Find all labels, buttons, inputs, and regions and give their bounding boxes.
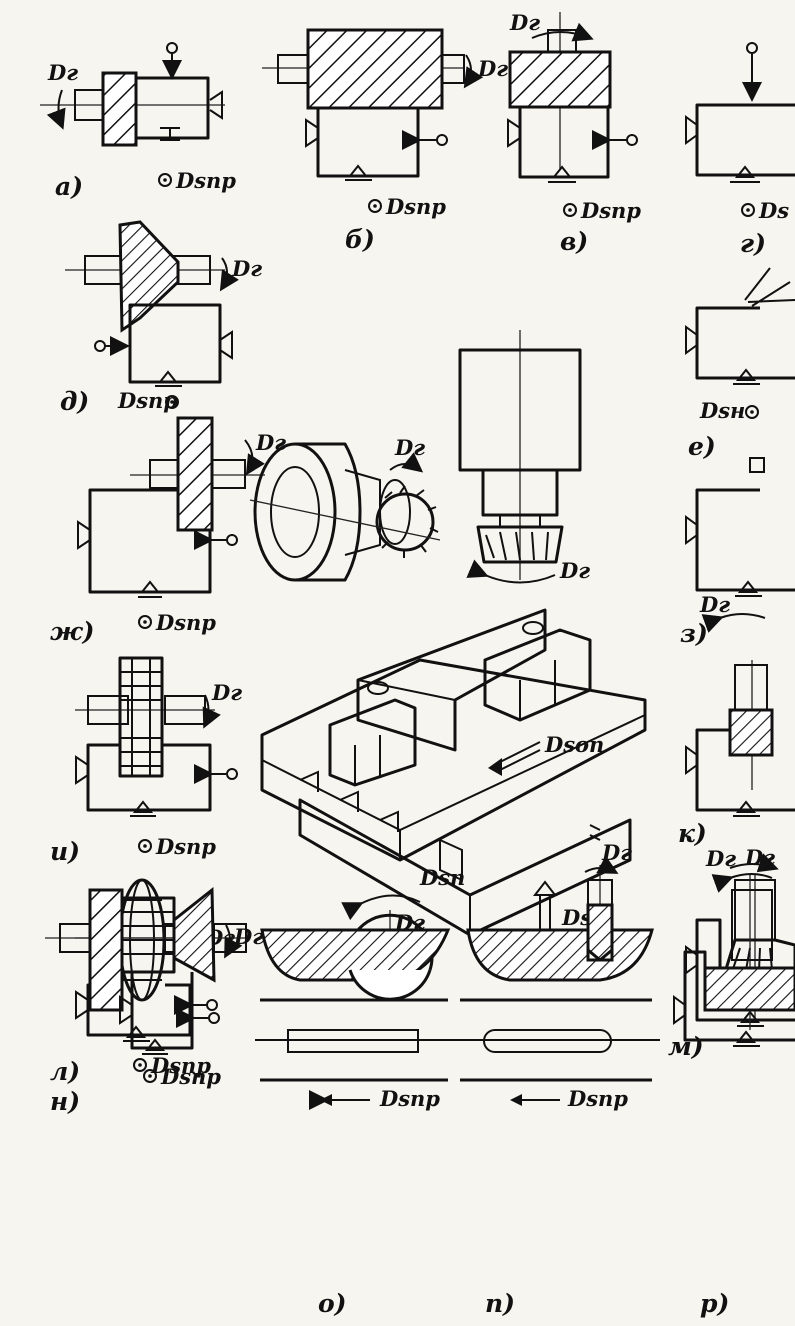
rotation-label: Dг <box>231 256 262 281</box>
feed-label: Ds <box>758 198 789 223</box>
panel-label-o: о) <box>318 1289 347 1318</box>
feed-label: Dsн <box>699 398 745 423</box>
panel-label-b: б) <box>345 225 375 254</box>
rotation-label: Dг <box>211 680 242 705</box>
diagram-o: Dг Dsпр о) <box>255 894 455 1318</box>
diagram-b: Dг Dsпр б) <box>262 28 508 254</box>
panel-label-e: е) <box>688 432 716 461</box>
panel-label-zh: ж) <box>50 617 94 646</box>
feed-label: Dsпр <box>580 198 641 223</box>
feed-label: Dsпр <box>567 1086 628 1111</box>
rotation-label: Dг <box>705 846 736 871</box>
panel-label-p: п) <box>485 1289 515 1318</box>
feed-label: Dsпр <box>150 1053 211 1078</box>
diagram-p: Dг Dsпр п) <box>455 840 660 1318</box>
panel-label-g: г) <box>740 229 766 258</box>
diagram-e: Dsн е) <box>685 267 795 461</box>
diagram-a: Dг Dsпр а) <box>40 42 236 201</box>
feed-label: Dsпр <box>175 168 236 193</box>
arbor-cutter-illustration: Dг <box>249 435 441 582</box>
rotation-label: Dг <box>699 592 730 617</box>
diagram-n: Dг Dsпр н) <box>45 886 264 1116</box>
panel-label-r: р) <box>700 1289 729 1318</box>
panel-label-k: к) <box>678 819 707 848</box>
panel-label-a: а) <box>55 172 83 201</box>
panel-label-d: д) <box>60 387 89 416</box>
diagram-v: Dг Dsпр в) <box>507 10 641 256</box>
panel-label-n: н) <box>50 1087 80 1116</box>
feed-label: Dsпр <box>155 834 216 859</box>
rotation-label: Dг <box>744 845 775 870</box>
rotation-label: Dг <box>394 435 425 460</box>
rotation-label: Dг <box>255 430 286 455</box>
vertical-spindle-illustration: Dг <box>458 330 590 584</box>
diagram-d: Dг Dsпр д) <box>60 220 262 416</box>
feed-label: Dsп <box>419 865 465 890</box>
diagram-r: Dг р) <box>673 845 795 1318</box>
feed-label: Dsпр <box>160 1064 221 1089</box>
diagram-i: Dг Dsпр и) <box>50 656 242 866</box>
diagram-z: Dг з) <box>680 457 795 648</box>
rotation-label: Dг <box>233 924 264 949</box>
diagram-g: Ds г) <box>685 42 795 258</box>
rotation-label: Dг <box>559 558 590 583</box>
rotation-label: Dг <box>509 10 540 35</box>
diagram-k: к) <box>678 660 795 848</box>
feed-label: Dsпр <box>155 610 216 635</box>
panel-label-i: и) <box>50 837 80 866</box>
panel-label-z: з) <box>680 619 708 648</box>
rotation-label: Dг <box>47 60 78 85</box>
feed-label: Dsоп <box>544 732 604 757</box>
diagram-zh: Dг Dsпр ж) <box>50 416 286 646</box>
feed-label: Dsпр <box>117 388 178 413</box>
panel-label-l: л) <box>50 1057 80 1086</box>
feed-label: Dsпр <box>385 194 446 219</box>
rotation-label: Dг <box>601 840 632 865</box>
panel-label-v: в) <box>560 227 588 256</box>
feed-label: Dsпр <box>379 1086 440 1111</box>
rotation-label: Dг <box>477 56 508 81</box>
